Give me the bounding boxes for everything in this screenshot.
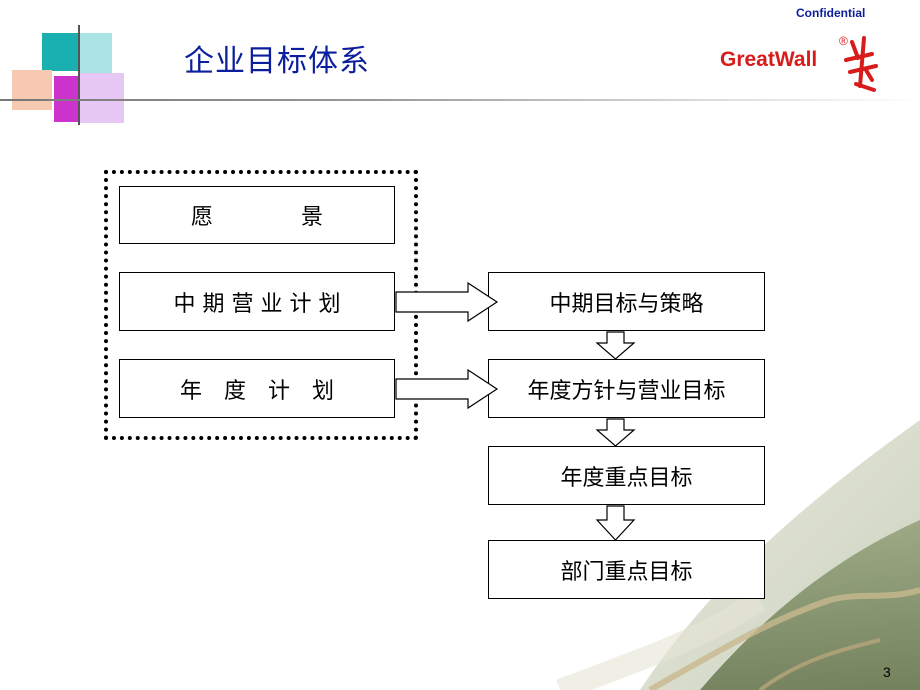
annual-key-goals-box: 年度重点目标 (488, 446, 765, 505)
dept-key-goals-box: 部门重点目标 (488, 540, 765, 599)
annual-plan-box: 年 度 计 划 (119, 359, 395, 418)
confidential-label: Confidential (796, 6, 866, 20)
decor-vertical-line (78, 25, 80, 125)
decor-square-pale-teal (80, 33, 112, 73)
annual-policy-box: 年度方针与营业目标 (488, 359, 765, 418)
decor-square-peach (12, 70, 52, 110)
title-divider (0, 99, 920, 101)
decor-square-pale-violet (80, 73, 124, 123)
midterm-goals-box: 中期目标与策略 (488, 272, 765, 331)
midterm-plan-box: 中 期 营 业 计 划 (119, 272, 395, 331)
page-number: 3 (883, 664, 891, 680)
page-title: 企业目标体系 (184, 44, 370, 79)
vision-box: 愿 景 (119, 186, 395, 244)
registered-mark: ® (839, 34, 848, 48)
decor-square-teal (42, 33, 80, 71)
greatwall-logo-text: GreatWall (720, 48, 818, 71)
